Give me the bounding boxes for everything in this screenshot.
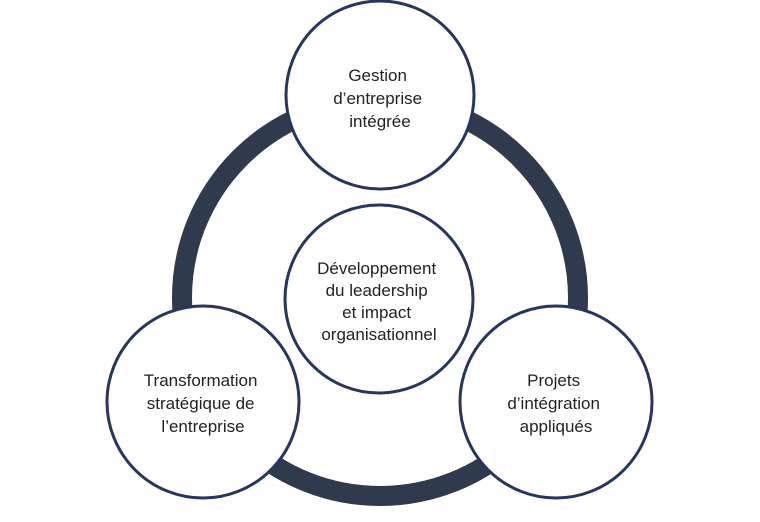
node-right-line2: d’intégration xyxy=(507,394,600,413)
node-center-circle xyxy=(283,203,475,395)
node-left-line2: stratégique de xyxy=(147,394,255,413)
node-top-circle xyxy=(284,0,476,191)
node-center-line3: et impact xyxy=(342,303,411,322)
node-left-line1: Transformation xyxy=(144,371,258,390)
node-top-label: Gestion d’entreprise intégrée xyxy=(333,66,427,131)
node-right-label: Projets d’intégration appliqués xyxy=(507,371,604,436)
node-right-line3: appliqués xyxy=(520,417,593,436)
node-left-circle xyxy=(105,304,301,500)
node-center-line1: Développement xyxy=(317,259,436,278)
node-right-circle xyxy=(458,304,654,500)
node-top-line3: intégrée xyxy=(349,112,410,131)
node-center: Développement du leadership et impact or… xyxy=(283,203,475,395)
node-center-line2: du leadership xyxy=(326,281,428,300)
node-left-label: Transformation stratégique de l’entrepri… xyxy=(144,371,262,436)
node-left: Transformation stratégique de l’entrepri… xyxy=(105,304,301,500)
node-center-label: Développement du leadership et impact or… xyxy=(317,259,441,344)
node-top-line2: d’entreprise xyxy=(333,89,422,108)
node-center-line4: organisationnel xyxy=(321,325,436,344)
node-right-line1: Projets xyxy=(527,371,580,390)
node-top-line1: Gestion xyxy=(348,66,407,85)
node-left-line3: l’entreprise xyxy=(161,417,244,436)
node-right: Projets d’intégration appliqués xyxy=(458,304,654,500)
node-top: Gestion d’entreprise intégrée xyxy=(284,0,476,191)
